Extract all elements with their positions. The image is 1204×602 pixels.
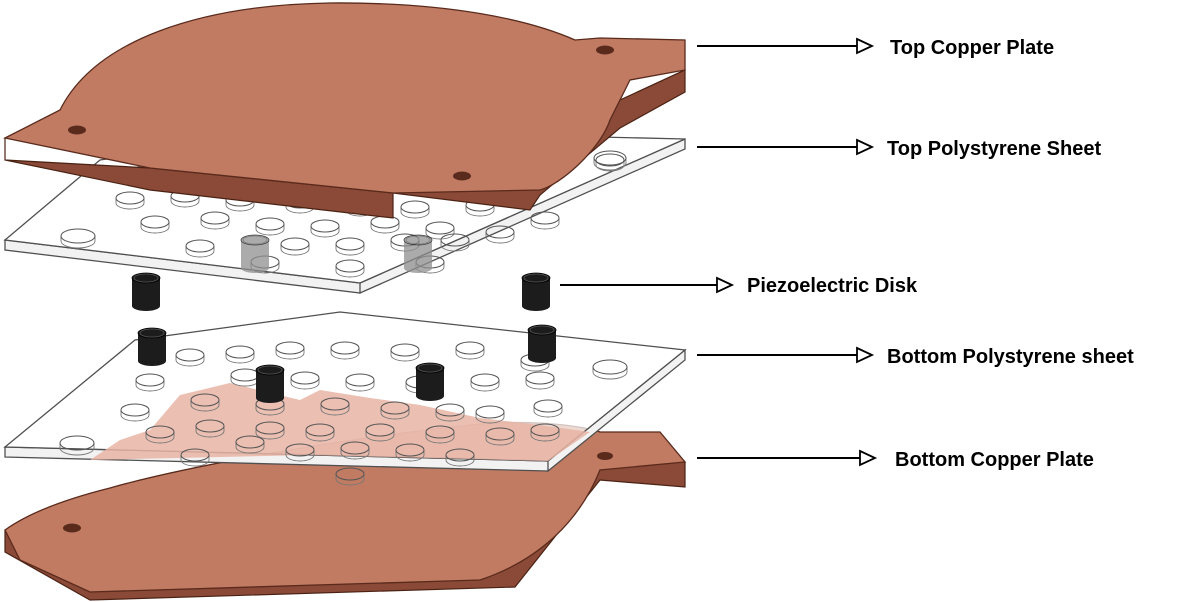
- sheet-hole: [335, 237, 365, 256]
- sheet-hole: [60, 228, 96, 249]
- sheet-hole: [530, 211, 560, 230]
- sheet-hole: [145, 425, 175, 444]
- ghost-piezoelectric-disks: [240, 234, 433, 273]
- piezoelectric-disk: [527, 324, 557, 363]
- sheet-hole: [175, 348, 205, 367]
- label-bottom-polystyrene-sheet-text: Bottom Polystyrene sheet: [887, 346, 1134, 368]
- top-copper-plate: [3, 2, 686, 219]
- sheet-hole: [59, 435, 95, 456]
- piezoelectric-disk: [415, 362, 445, 401]
- sheet-hole: [280, 237, 310, 256]
- sheet-hole: [195, 419, 225, 438]
- sheet-hole: [425, 425, 455, 444]
- sheet-hole: [180, 448, 210, 467]
- sheet-hole: [235, 435, 265, 454]
- label-piezoelectric-disk: Piezoelectric Disk: [560, 275, 918, 297]
- piezoelectric-disk: [137, 327, 167, 366]
- bottom-polystyrene-sheet: [3, 311, 687, 486]
- top-copper-hole: [453, 171, 471, 181]
- sheet-hole: [290, 371, 320, 390]
- bottom-piezoelectric-disks: [137, 324, 557, 403]
- label-top-polystyrene-sheet-text: Top Polystyrene Sheet: [887, 138, 1101, 160]
- piezoelectric-disk: [131, 272, 161, 311]
- sheet-hole: [310, 219, 340, 238]
- sheet-hole: [305, 423, 335, 442]
- sheet-hole: [330, 341, 360, 360]
- piezoelectric-disk: [255, 364, 285, 403]
- sheet-hole: [435, 403, 465, 422]
- sheet-hole: [592, 359, 628, 380]
- middle-piezoelectric-disks: [131, 272, 551, 311]
- sheet-hole: [255, 421, 285, 440]
- sheet-hole: [530, 423, 560, 442]
- piezoelectric-disk-ghost: [240, 234, 270, 273]
- sheet-hole: [335, 467, 365, 486]
- piezoelectric-disk: [521, 272, 551, 311]
- label-bottom-polystyrene-sheet: Bottom Polystyrene sheet: [697, 346, 1134, 368]
- sheet-hole: [320, 397, 350, 416]
- label-top-polystyrene-sheet: Top Polystyrene Sheet: [697, 138, 1101, 160]
- top-copper-hole: [68, 125, 86, 135]
- sheet-hole: [455, 341, 485, 360]
- label-bottom-copper-plate-text: Bottom Copper Plate: [895, 449, 1094, 471]
- sheet-hole: [285, 443, 315, 462]
- sheet-hole: [533, 399, 563, 418]
- label-bottom-copper-plate: Bottom Copper Plate: [697, 449, 1094, 471]
- bottom-sheet-holes: [59, 341, 628, 486]
- sheet-hole: [475, 405, 505, 424]
- sheet-hole: [115, 191, 145, 210]
- sheet-hole: [275, 341, 305, 360]
- sheet-hole: [593, 150, 627, 171]
- sheet-hole: [485, 225, 515, 244]
- sheet-hole: [135, 373, 165, 392]
- label-top-copper-plate-text: Top Copper Plate: [890, 37, 1054, 59]
- sheet-hole: [445, 448, 475, 467]
- sheet-hole: [485, 427, 515, 446]
- sheet-hole: [470, 373, 500, 392]
- sheet-hole: [335, 259, 365, 278]
- sheet-hole: [345, 373, 375, 392]
- sheet-hole: [525, 371, 555, 390]
- sheet-hole: [440, 233, 470, 252]
- sheet-hole: [390, 343, 420, 362]
- top-copper-hole: [596, 45, 614, 55]
- bottom-copper-hole: [63, 523, 81, 533]
- sheet-hole: [340, 441, 370, 460]
- sheet-hole: [255, 217, 285, 236]
- sheet-hole: [140, 215, 170, 234]
- sheet-hole: [200, 211, 230, 230]
- sheet-hole: [185, 239, 215, 258]
- bottom-sheet-copper-tint: [90, 383, 590, 461]
- label-top-copper-plate: Top Copper Plate: [697, 37, 1054, 59]
- piezoelectric-disk-ghost: [403, 234, 433, 273]
- sheet-hole: [400, 200, 430, 219]
- sheet-hole: [365, 423, 395, 442]
- sheet-hole: [190, 393, 220, 412]
- sheet-hole: [395, 443, 425, 462]
- label-piezoelectric-disk-text: Piezoelectric Disk: [747, 275, 918, 297]
- sheet-hole: [225, 345, 255, 364]
- bottom-copper-hole: [597, 452, 613, 460]
- sheet-hole: [380, 401, 410, 420]
- sheet-hole: [120, 403, 150, 422]
- top-copper-plate-face: [3, 2, 686, 194]
